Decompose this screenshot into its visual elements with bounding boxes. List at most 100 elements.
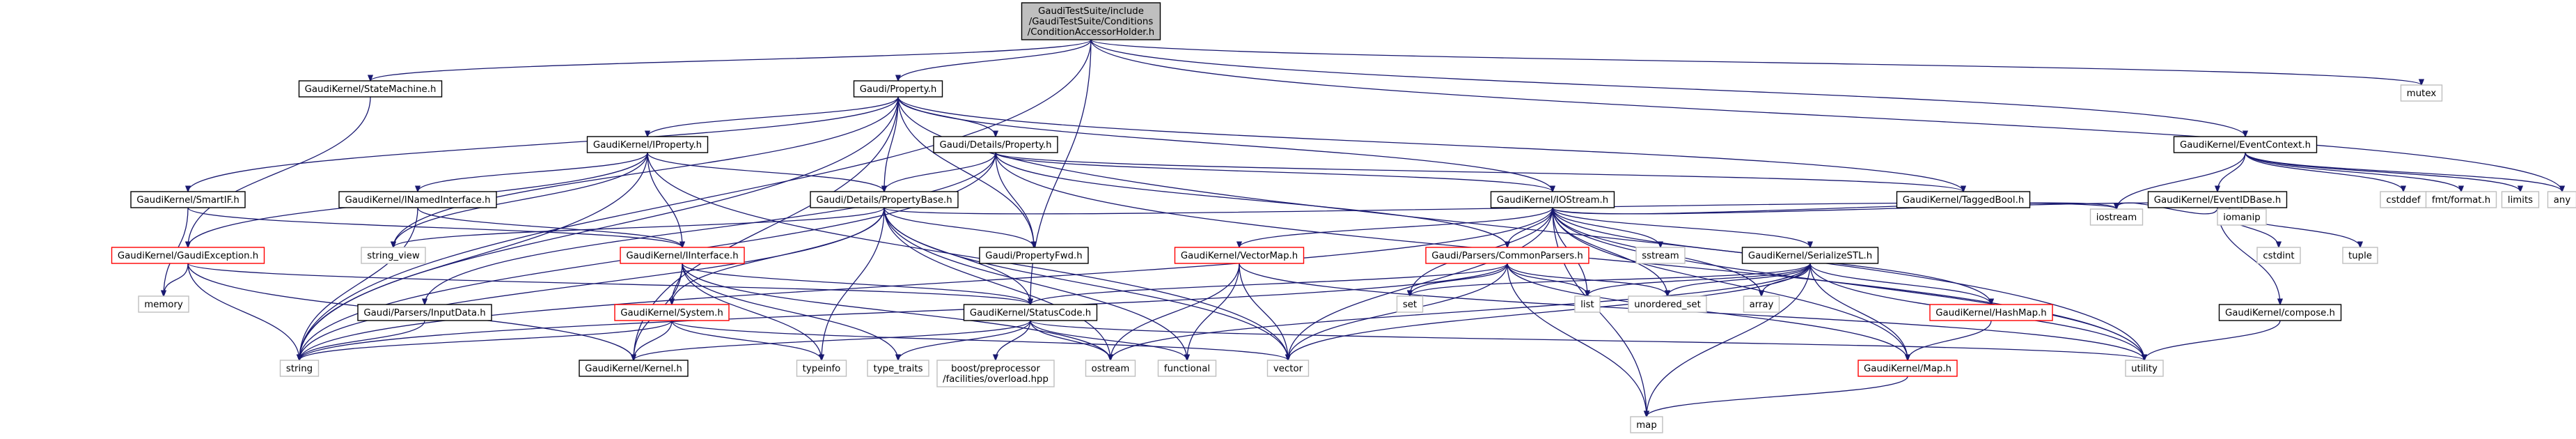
graph-node-property[interactable]: Gaudi/Property.h [853,80,943,98]
node-box [138,295,189,313]
graph-node-functional: functional [1157,360,1217,377]
graph-node-eventcontext[interactable]: GaudiKernel/EventContext.h [2173,136,2318,153]
graph-node-eventidbase[interactable]: GaudiKernel/EventIDBase.h [2147,191,2288,208]
graph-node-vector: vector [1266,360,1310,377]
node-label: map [1636,420,1657,431]
edge-statuscode-to-type_traits [898,320,1031,360]
graph-node-commonparsers[interactable]: Gaudi/Parsers/CommonParsers.h [1425,247,1589,264]
graph-node-vectormap[interactable]: GaudiKernel/VectorMap.h [1174,247,1305,264]
edge-iproperty-to-inamedinterface [418,152,648,192]
edge-statuscode-to-ostream [1030,320,1110,360]
node-box [1628,295,1707,313]
node-box [1490,191,1615,208]
node-label: ostream [1092,364,1130,374]
graph-node-propertyfwd[interactable]: Gaudi/PropertyFwd.h [979,247,1089,264]
node-label: iomanip [2223,213,2261,223]
graph-node-details_property[interactable]: Gaudi/Details/Property.h [933,136,1058,153]
graph-node-smartif[interactable]: GaudiKernel/SmartIF.h [130,191,246,208]
edge-iostream_h-to-string [299,207,1553,360]
node-box [357,304,492,321]
node-label: tuple [2348,251,2372,261]
node-label: GaudiKernel/Kernel.h [585,364,682,374]
node-box [2256,247,2301,264]
node-box [1858,360,1958,377]
graph-node-hashmap[interactable]: GaudiKernel/HashMap.h [1929,304,2053,321]
edge-map_h-to-map [1647,376,1908,417]
graph-node-root[interactable]: GaudiTestSuite/include/GaudiTestSuite/Co… [1021,2,1161,40]
edge-compose-to-utility [2144,320,2281,360]
edge-property-to-smartif [188,96,899,192]
graph-node-inamedinterface[interactable]: GaudiKernel/INamedInterface.h [338,191,497,208]
graph-node-cstddef: cstddef [2380,191,2427,208]
edge-details_propertybase-to-propertyfwd [883,207,1034,247]
graph-node-utility: utility [2125,360,2164,377]
node-label: fmt/format.h [2432,195,2490,206]
node-label: GaudiKernel/HashMap.h [1935,308,2047,318]
node-box [361,247,426,264]
node-label: GaudiKernel/SerializeSTL.h [1748,251,1872,261]
edge-property-to-taggedbool [897,96,1963,192]
graph-node-gaudiexception[interactable]: GaudiKernel/GaudiException.h [111,247,265,264]
edge-root-to-property [898,39,1092,81]
edge-details_property-to-propertyfwd [995,152,1034,247]
node-label: memory [144,300,183,310]
node-box [586,136,709,153]
node-label: functional [1164,364,1210,374]
node-box [936,360,1055,387]
graph-node-kernel[interactable]: GaudiKernel/Kernel.h [579,360,689,377]
graph-node-compose[interactable]: GaudiKernel/compose.h [2218,304,2342,321]
edge-eventcontext-to-limits [2245,152,2520,192]
graph-node-set: set [1396,295,1424,313]
graph-node-iinterface[interactable]: GaudiKernel/IInterface.h [620,247,745,264]
graph-node-iproperty[interactable]: GaudiKernel/IProperty.h [586,136,709,153]
edge-vectormap-to-ostream [1110,263,1240,360]
node-label: /facilities/overload.hpp [943,374,1049,385]
edge-statuscode-to-overload [996,320,1031,360]
graph-node-mutex: mutex [2400,84,2443,102]
edge-iinterface-to-typeinfo [682,263,822,360]
edge-system-to-kernel [634,320,673,360]
graph-node-statemachine[interactable]: GaudiKernel/StateMachine.h [298,80,443,98]
edge-smartif-to-iinterface [187,207,682,247]
node-box [963,304,1098,321]
edge-details_propertybase-to-functional [883,207,1187,360]
edge-iostream_h-to-vectormap [1239,207,1553,247]
graph-node-serializestl[interactable]: GaudiKernel/SerializeSTL.h [1741,247,1879,264]
edge-statuscode-to-kernel [634,320,1031,360]
graph-node-system[interactable]: GaudiKernel/System.h [614,304,730,321]
node-box [111,247,265,264]
graph-node-inputdata[interactable]: Gaudi/Parsers/InputData.h [357,304,492,321]
graph-node-tuple: tuple [2342,247,2378,264]
edge-details_property-to-commonparsers [995,152,1507,247]
graph-node-statuscode[interactable]: GaudiKernel/StatusCode.h [963,304,1098,321]
edge-iproperty-to-string_view [393,152,648,247]
edge-system-to-string [299,320,673,360]
node-box [1574,295,1601,313]
node-label: Gaudi/Details/Property.h [939,140,1051,151]
node-box [279,360,320,377]
graph-node-map: map [1630,416,1663,433]
graph-node-any: any [2547,191,2576,208]
edge-details_property-to-iostream_h [995,152,1553,192]
node-label: any [2554,195,2571,206]
node-label: iostream [2096,213,2137,223]
node-label: array [1750,300,1774,310]
edge-gaudiexception-to-statuscode [187,263,1030,305]
graph-node-map_h[interactable]: GaudiKernel/Map.h [1858,360,1958,377]
edge-details_property-to-taggedbool [995,152,1963,192]
node-label: GaudiKernel/SmartIF.h [136,195,239,206]
graph-node-details_propertybase[interactable]: Gaudi/Details/PropertyBase.h [810,191,959,208]
graph-node-sstream: sstream [1635,247,1686,264]
node-label: type_traits [873,364,922,374]
graph-node-taggedbool[interactable]: GaudiKernel/TaggedBool.h [1896,191,2031,208]
graph-node-cstdint: cstdint [2256,247,2301,264]
node-box [1174,247,1305,264]
edge-serializestl-to-set [1410,263,1811,296]
node-label: cstdint [2263,251,2294,261]
node-label: GaudiKernel/INamedInterface.h [345,195,490,206]
node-label: GaudiKernel/StateMachine.h [305,84,437,95]
graph-node-iostream_h[interactable]: GaudiKernel/IOStream.h [1490,191,1615,208]
node-box [867,360,929,377]
node-box [1630,416,1663,433]
